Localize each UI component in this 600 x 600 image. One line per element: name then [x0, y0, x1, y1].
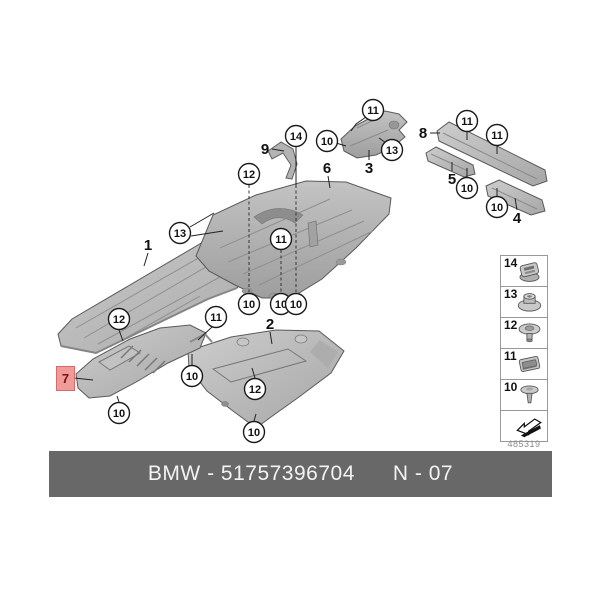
callout-10[interactable]: 10: [485, 195, 509, 219]
callout-10[interactable]: 10: [180, 364, 204, 388]
svg-text:14: 14: [290, 131, 303, 143]
callout-10[interactable]: 10: [284, 292, 308, 316]
callout-11[interactable]: 11: [361, 98, 385, 122]
direction-arrow-icon: [513, 413, 546, 439]
legend-item-number: 12: [504, 318, 518, 332]
callout-10[interactable]: 10: [107, 401, 131, 425]
svg-text:11: 11: [275, 234, 287, 246]
part-label-9[interactable]: 9: [261, 141, 269, 158]
part-8-rail: [436, 121, 548, 187]
callout-10[interactable]: 10: [237, 292, 261, 316]
callout-10[interactable]: 10: [315, 129, 339, 153]
callout-14[interactable]: 14: [284, 124, 308, 148]
legend-code: 485319: [507, 439, 541, 449]
svg-text:11: 11: [461, 116, 473, 128]
svg-text:10: 10: [290, 299, 302, 311]
leader-lines: [73, 116, 518, 422]
callout-10[interactable]: 10: [455, 176, 479, 200]
callout-11[interactable]: 11: [269, 227, 293, 251]
fastener-legend: 14 13 12 11 10: [500, 255, 548, 442]
plastic-nut-icon: [513, 289, 546, 315]
part-9-holder: [267, 141, 298, 180]
highlighted-callout-7[interactable]: 7: [56, 366, 75, 391]
fastener-axis-lines: [248, 185, 297, 292]
part-number-bar: BMW - 51757396704 N - 07: [49, 451, 552, 497]
expansion-rivet-icon: [513, 382, 546, 408]
callout-11[interactable]: 11: [455, 109, 479, 133]
part-label-1[interactable]: 1: [144, 237, 152, 254]
callout-12[interactable]: 12: [107, 307, 131, 331]
part-7-panel[interactable]: [75, 324, 207, 399]
svg-text:10: 10: [248, 427, 260, 439]
part-label-2[interactable]: 2: [266, 316, 274, 333]
legend-item-number: 11: [504, 349, 517, 363]
svg-text:10: 10: [113, 408, 125, 420]
legend-item-13[interactable]: 13: [501, 287, 547, 318]
legend-item-direction: [501, 411, 547, 441]
cage-nut-icon: [513, 351, 546, 377]
part-label-6[interactable]: 6: [323, 160, 331, 177]
svg-text:13: 13: [386, 145, 398, 157]
sheet-number-text: N - 07: [392, 462, 454, 485]
svg-text:11: 11: [367, 105, 379, 117]
legend-item-14[interactable]: 14: [501, 256, 547, 287]
svg-text:11: 11: [210, 312, 222, 324]
callout-11[interactable]: 11: [485, 123, 509, 147]
part-2-panel: [187, 329, 345, 429]
washer-screw-icon: [513, 320, 546, 346]
svg-text:12: 12: [113, 314, 125, 326]
svg-text:13: 13: [174, 228, 186, 240]
svg-text:10: 10: [461, 183, 473, 195]
expanding-nut-icon: [513, 258, 546, 284]
callout-11[interactable]: 11: [204, 305, 228, 329]
callout-12[interactable]: 12: [237, 162, 261, 186]
svg-text:12: 12: [243, 169, 255, 181]
legend-item-number: 13: [504, 287, 518, 301]
legend-item-10[interactable]: 10: [501, 380, 547, 411]
part-number-text: BMW - 51757396704: [147, 462, 355, 485]
part-label-3[interactable]: 3: [365, 160, 373, 177]
svg-text:10: 10: [186, 371, 198, 383]
part-5-rail: [425, 146, 476, 178]
part-label-8[interactable]: 8: [419, 125, 427, 142]
legend-item-11[interactable]: 11: [501, 349, 547, 380]
legend-item-number: 10: [504, 380, 518, 394]
svg-text:11: 11: [491, 130, 503, 142]
part-label-5[interactable]: 5: [448, 171, 456, 188]
svg-text:10: 10: [275, 299, 287, 311]
legend-item-number: 14: [504, 256, 518, 270]
svg-text:10: 10: [491, 202, 503, 214]
callout-13[interactable]: 13: [380, 138, 404, 162]
svg-text:12: 12: [249, 384, 261, 396]
svg-text:10: 10: [321, 136, 333, 148]
callout-13[interactable]: 13: [168, 221, 192, 245]
part-label-4[interactable]: 4: [513, 210, 522, 227]
callout-10[interactable]: 10: [242, 420, 266, 444]
legend-item-12[interactable]: 12: [501, 318, 547, 349]
svg-text:10: 10: [243, 299, 255, 311]
part-4-rail: [485, 179, 546, 216]
callout-12[interactable]: 12: [243, 377, 267, 401]
